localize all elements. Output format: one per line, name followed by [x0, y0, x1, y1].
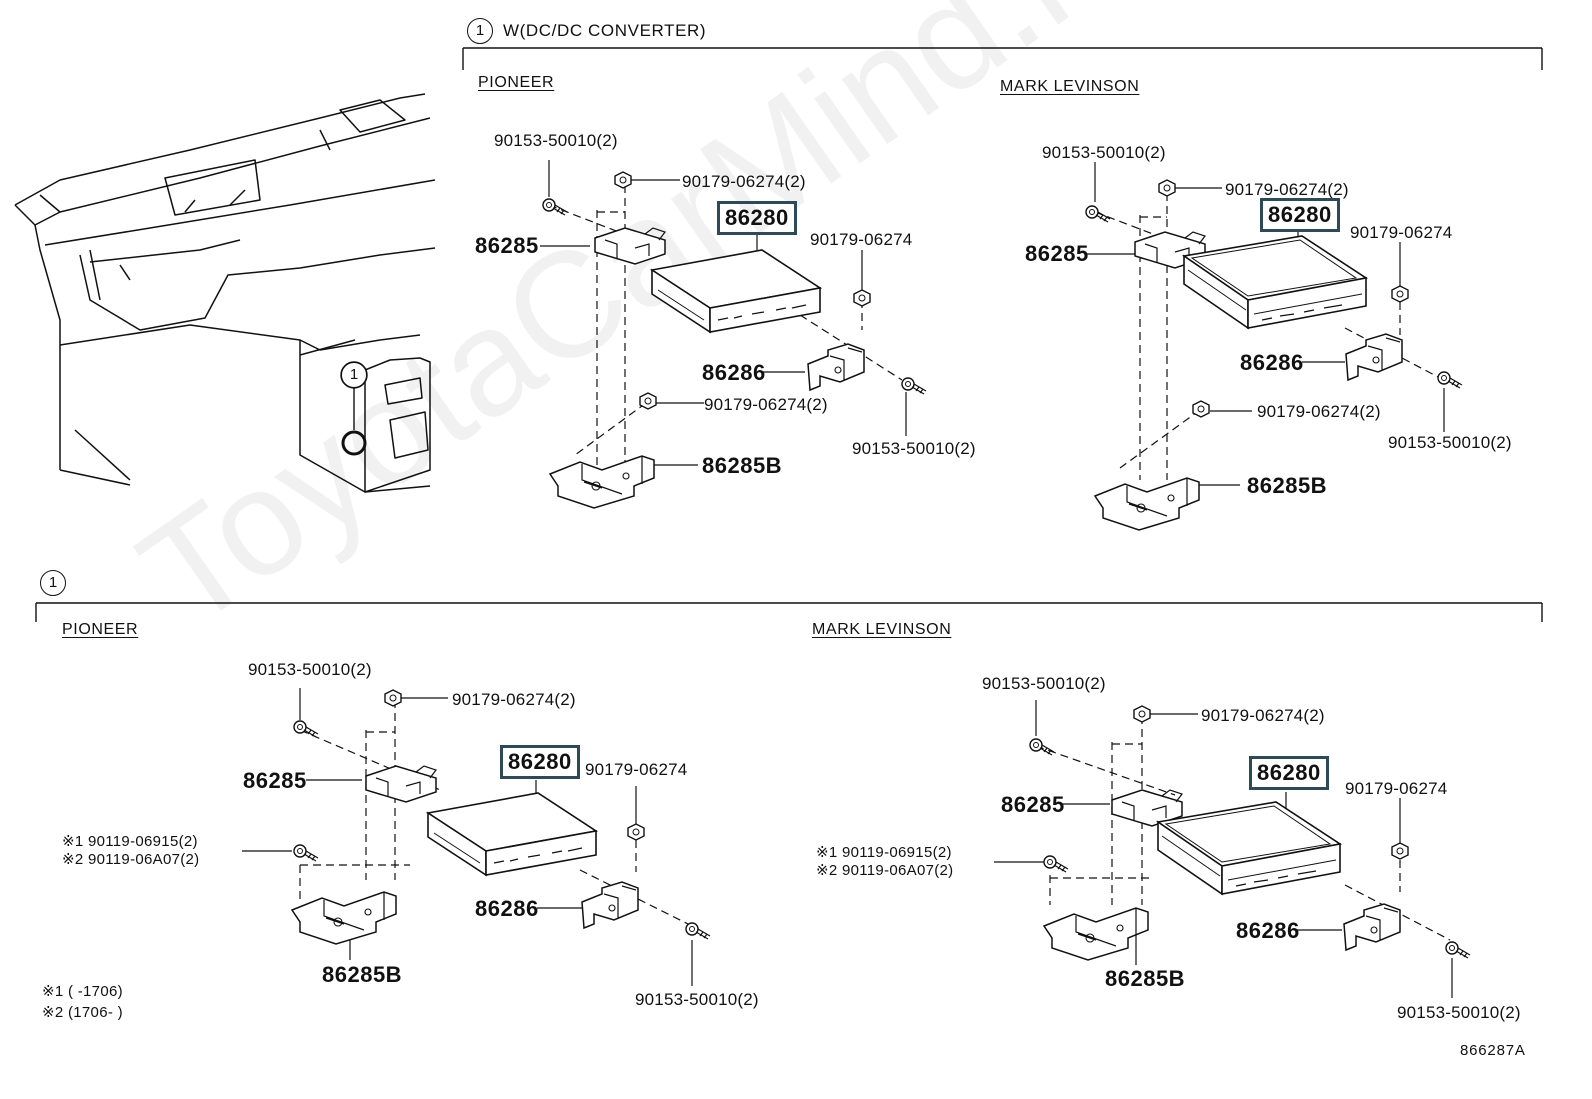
bottom-ml-main-part-86280[interactable]: 86280 — [1249, 756, 1329, 790]
bottom-mark-levinson-heading: MARK LEVINSON — [812, 621, 952, 638]
bottom-ml-bracket-86286-label[interactable]: 86286 — [1236, 918, 1300, 943]
top-pioneer-bracket-86285-label[interactable]: 86285 — [475, 233, 539, 258]
top-ml-bolt-lower-label[interactable]: 90153-50010(2) — [1388, 433, 1512, 452]
top-ml-bracket-86285b-label[interactable]: 86285B — [1247, 473, 1328, 498]
bottom-pioneer-bracket-86285b-label[interactable]: 86285B — [322, 962, 403, 987]
top-pioneer-main-part-86280[interactable]: 86280 — [717, 201, 797, 235]
top-section-title: W(DC/DC CONVERTER) — [503, 21, 707, 40]
top-mark-levinson-art — [1085, 162, 1463, 531]
top-pioneer-bracket-86286-label[interactable]: 86286 — [702, 360, 766, 385]
top-ml-nut-lower-label[interactable]: 90179-06274(2) — [1257, 402, 1381, 421]
bottom-mark-levinson-art — [994, 700, 1471, 998]
bottom-ml-nut-right-label[interactable]: 90179-06274 — [1345, 779, 1448, 798]
bottom-ml-nut-upper-label[interactable]: 90179-06274(2) — [1201, 706, 1325, 725]
top-ml-bolt-upper-label[interactable]: 90153-50010(2) — [1042, 143, 1166, 162]
top-section-frame — [462, 47, 1543, 70]
bottom-pioneer-screw-2-label[interactable]: ※2 90119-06A07(2) — [62, 851, 200, 868]
bottom-pioneer-nut-right-label[interactable]: 90179-06274 — [585, 760, 688, 779]
bottom-ml-bolt-lower-label[interactable]: 90153-50010(2) — [1397, 1003, 1521, 1022]
bottom-ml-screw-1-label[interactable]: ※1 90119-06915(2) — [816, 844, 952, 861]
top-pioneer-art — [540, 160, 927, 509]
bottom-pioneer-main-part-86280[interactable]: 86280 — [500, 745, 580, 779]
top-pioneer-bolt-upper-label[interactable]: 90153-50010(2) — [494, 131, 618, 150]
diagram-id: 866287A — [1460, 1042, 1526, 1059]
footnote-1: ※1 ( -1706) — [42, 983, 123, 1000]
bottom-pioneer-nut-upper-label[interactable]: 90179-06274(2) — [452, 690, 576, 709]
top-pioneer-nut-right-label[interactable]: 90179-06274 — [810, 230, 913, 249]
bottom-pioneer-bolt-lower-label[interactable]: 90153-50010(2) — [635, 990, 759, 1009]
top-ml-bracket-86285-label[interactable]: 86285 — [1025, 241, 1089, 266]
bottom-ml-bracket-86285b-label[interactable]: 86285B — [1105, 966, 1186, 991]
bottom-ml-bracket-86285-label[interactable]: 86285 — [1001, 792, 1065, 817]
dashboard-callout-number: 1 — [341, 362, 367, 388]
bottom-pioneer-bracket-86286-label[interactable]: 86286 — [475, 896, 539, 921]
bottom-pioneer-heading: PIONEER — [62, 621, 139, 638]
bottom-section-callout-number: 1 — [40, 570, 66, 596]
bottom-ml-bolt-upper-label[interactable]: 90153-50010(2) — [982, 674, 1106, 693]
bottom-pioneer-screw-1-label[interactable]: ※1 90119-06915(2) — [62, 833, 198, 850]
footnote-2: ※2 (1706- ) — [42, 1004, 123, 1021]
top-ml-main-part-86280[interactable]: 86280 — [1260, 198, 1340, 232]
top-pioneer-nut-lower-label[interactable]: 90179-06274(2) — [704, 395, 828, 414]
bottom-pioneer-art — [242, 688, 711, 986]
top-section-callout-number: 1 — [467, 18, 493, 44]
bottom-section-frame — [35, 602, 1543, 622]
top-mark-levinson-heading: MARK LEVINSON — [1000, 78, 1140, 95]
top-ml-nut-upper-label[interactable]: 90179-06274(2) — [1225, 180, 1349, 199]
top-pioneer-heading: PIONEER — [478, 74, 555, 91]
top-pioneer-bolt-lower-label[interactable]: 90153-50010(2) — [852, 439, 976, 458]
top-pioneer-bracket-86285b-label[interactable]: 86285B — [702, 453, 783, 478]
dashboard-overview — [14, 93, 436, 493]
bottom-ml-screw-2-label[interactable]: ※2 90119-06A07(2) — [816, 862, 954, 879]
top-ml-nut-right-label[interactable]: 90179-06274 — [1350, 223, 1453, 242]
bottom-pioneer-bracket-86285-label[interactable]: 86285 — [243, 768, 307, 793]
top-ml-bracket-86286-label[interactable]: 86286 — [1240, 350, 1304, 375]
top-pioneer-nut-upper-label[interactable]: 90179-06274(2) — [682, 172, 806, 191]
bottom-pioneer-bolt-upper-label[interactable]: 90153-50010(2) — [248, 660, 372, 679]
